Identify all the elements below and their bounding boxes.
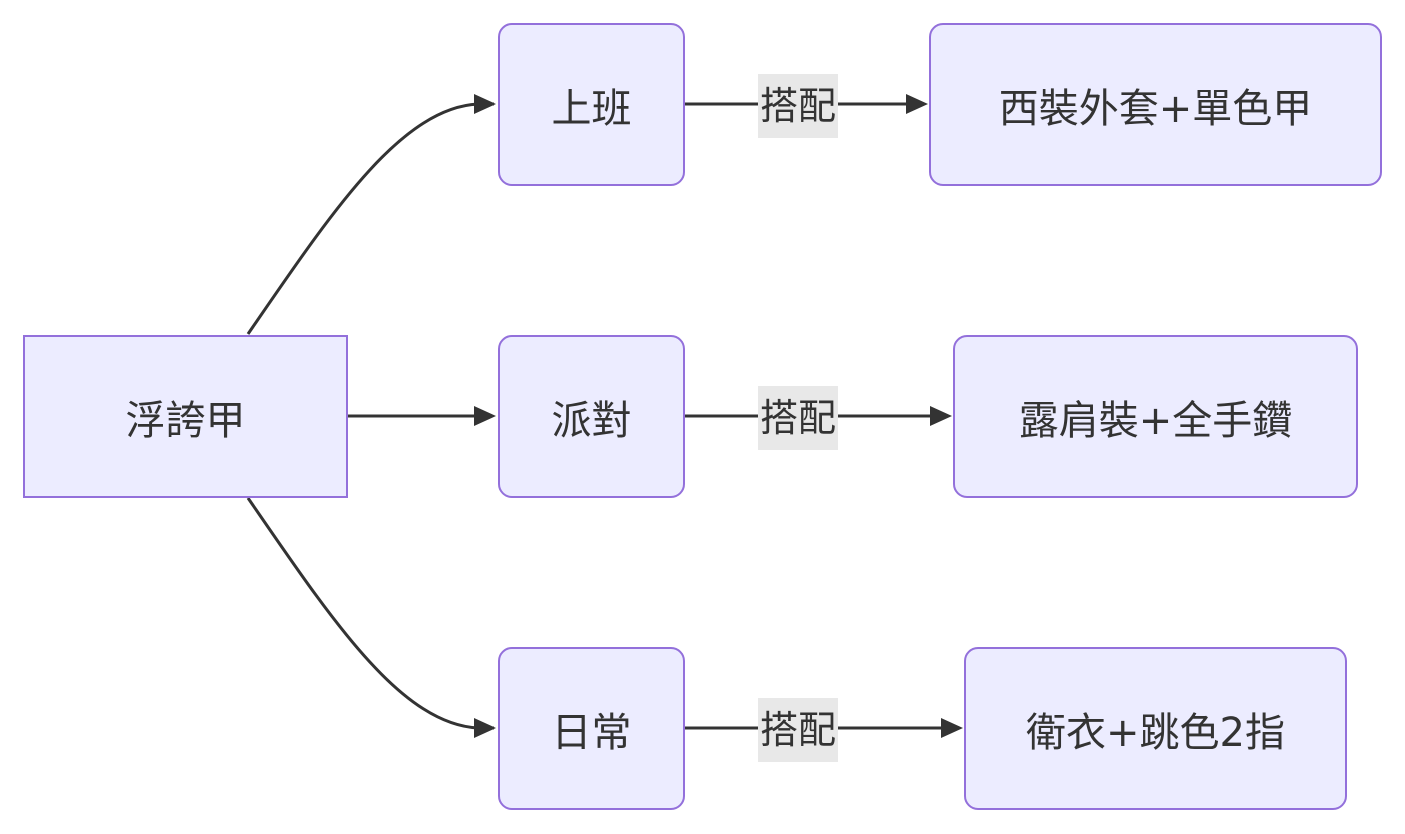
node-casual-label: 日常 [551, 709, 632, 756]
edge-root-to-work [246, 102, 494, 335]
node-casual-result: 衛衣+跳色2指 [964, 647, 1347, 810]
edge-label-work: 搭配 [758, 74, 839, 138]
arrowhead-icon [474, 718, 496, 738]
arrowhead-icon [906, 94, 928, 114]
node-casual: 日常 [498, 647, 685, 810]
node-party-result: 露肩裝+全手鑽 [953, 335, 1358, 498]
edge-label-party: 搭配 [758, 386, 839, 450]
edge-label-casual: 搭配 [758, 698, 839, 762]
arrowhead-icon [474, 406, 496, 426]
node-party: 派對 [498, 335, 685, 498]
arrowhead-icon [474, 94, 496, 114]
node-party-label: 派對 [551, 397, 632, 444]
node-work-label: 上班 [551, 85, 632, 132]
node-casual-result-label: 衛衣+跳色2指 [1026, 709, 1285, 756]
arrowhead-icon [941, 718, 963, 738]
edge-root-to-casual [246, 497, 494, 730]
node-root: 浮誇甲 [23, 335, 348, 498]
node-work-result: 西裝外套+單色甲 [929, 23, 1382, 186]
node-party-result-label: 露肩裝+全手鑽 [1018, 397, 1293, 444]
arrowhead-icon [930, 406, 952, 426]
node-work: 上班 [498, 23, 685, 186]
node-work-result-label: 西裝外套+單色甲 [998, 85, 1313, 132]
node-root-label: 浮誇甲 [125, 397, 246, 444]
